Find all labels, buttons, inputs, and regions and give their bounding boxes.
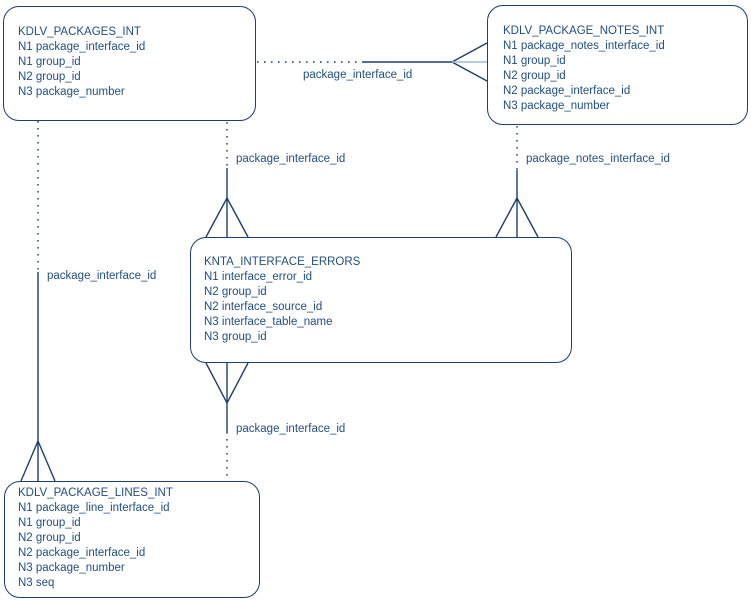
table-field: N3 group_id [204,331,267,343]
table-field: N3 package_number [503,100,610,112]
table-field: N1 package_notes_interface_id [503,40,665,52]
table-box-kdlv-package-notes-int: KDLV_PACKAGE_NOTES_INT N1 package_notes_… [487,5,748,125]
table-field: N3 seq [18,577,55,589]
crows-foot-icon [20,440,56,482]
relationship-label-packages-errors: package_interface_id [236,153,346,165]
table-box-kdlv-packages-int: KDLV_PACKAGES_INT N1 package_interface_i… [3,6,256,121]
relationship-label-lines-errors: package_interface_id [236,423,346,435]
table-title: KNTA_INTERFACE_ERRORS [204,256,361,268]
relationship-lines-to-errors [205,362,249,481]
table-field: N1 package_interface_id [18,41,146,53]
table-field: N2 package_interface_id [503,85,631,97]
table-field: N1 interface_error_id [204,271,313,283]
relationship-packages-to-lines [20,121,56,482]
crows-foot-icon [205,197,249,238]
table-field: N2 package_interface_id [18,547,146,559]
table-field: N2 group_id [503,70,566,82]
relationship-packages-to-errors [205,122,249,238]
table-field: N2 interface_source_id [204,301,323,313]
relationship-notes-to-errors [495,126,539,238]
table-field: N1 package_line_interface_id [18,502,170,514]
crows-foot-icon [205,362,249,404]
table-field: N1 group_id [18,56,81,68]
table-field: N1 group_id [503,55,566,67]
table-field: N3 interface_table_name [204,316,333,328]
relationship-label-notes-errors: package_notes_interface_id [526,153,670,165]
relationship-packages-to-notes [257,42,488,82]
table-title: KDLV_PACKAGE_LINES_INT [18,487,173,499]
relationship-label-packages-lines: package_interface_id [47,270,157,282]
table-field: N2 group_id [18,532,81,544]
table-field: N3 package_number [18,86,125,98]
crows-foot-icon [495,197,539,238]
table-title: KDLV_PACKAGE_NOTES_INT [503,25,665,37]
table-field: N3 package_number [18,562,125,574]
table-field: N2 group_id [204,286,267,298]
table-field: N1 group_id [18,517,81,529]
table-box-kdlv-package-lines-int: KDLV_PACKAGE_LINES_INT N1 package_line_i… [4,481,260,598]
table-title: KDLV_PACKAGES_INT [18,26,141,38]
table-field: N2 group_id [18,71,81,83]
relationship-label-packages-notes: package_interface_id [303,69,413,81]
table-box-knta-interface-errors: KNTA_INTERFACE_ERRORS N1 interface_error… [190,237,572,363]
crows-foot-icon [451,42,488,82]
